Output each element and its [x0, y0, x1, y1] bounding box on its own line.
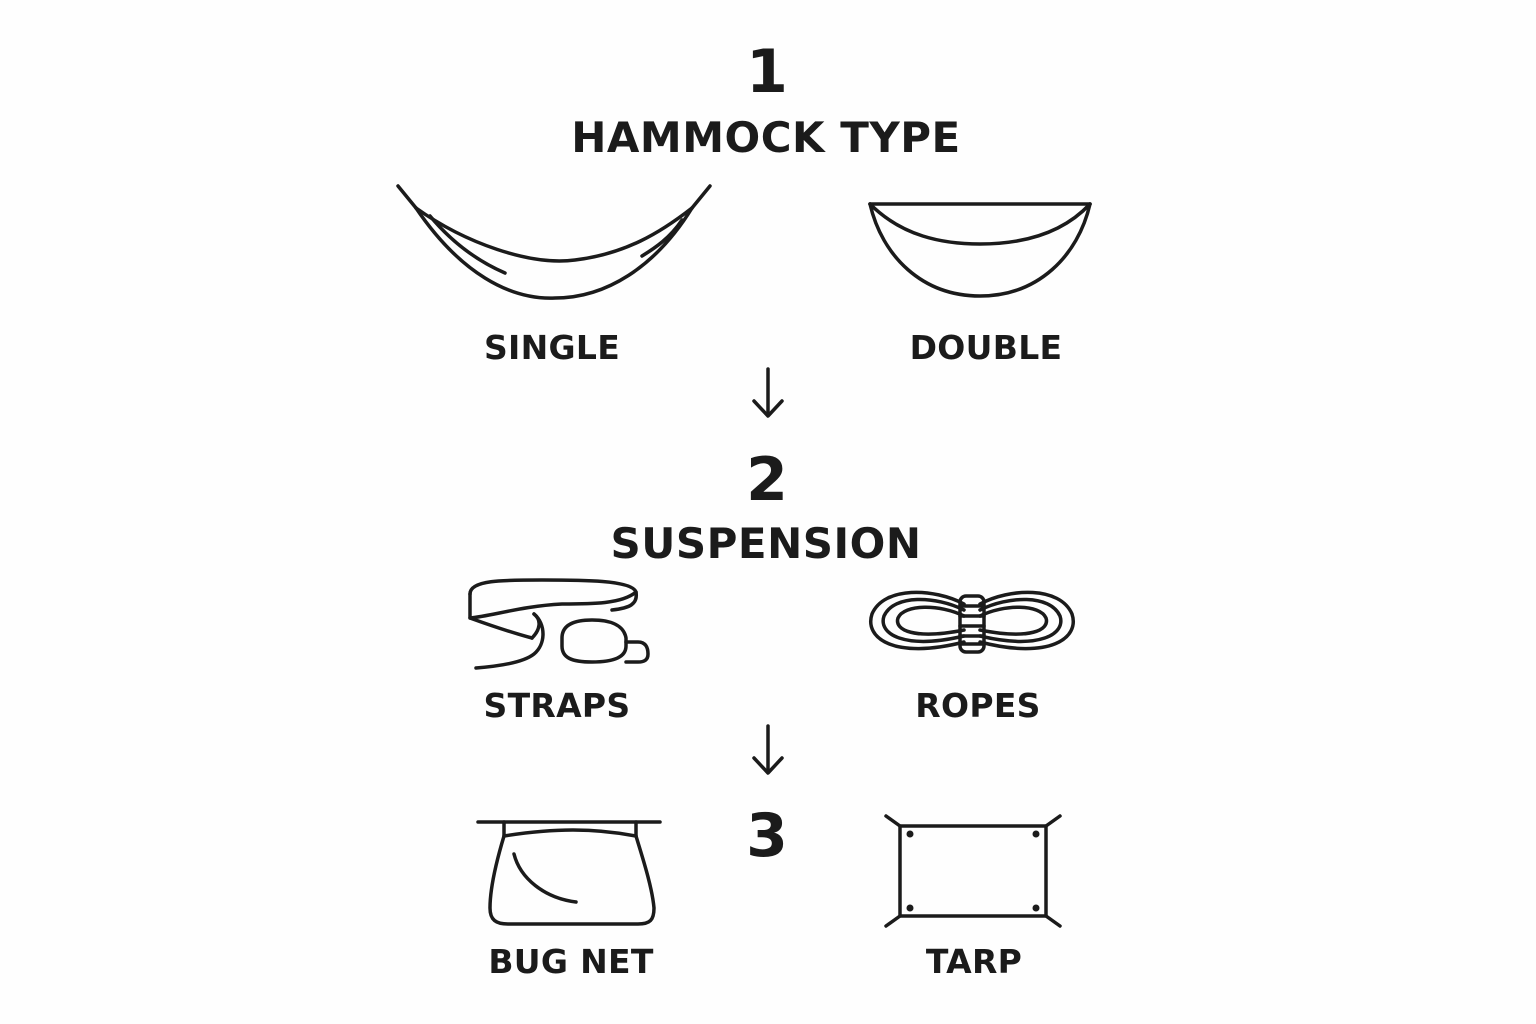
step-1-title: HAMMOCK TYPE	[571, 113, 961, 162]
step-2-number: 2	[746, 445, 788, 515]
bug-net-icon	[474, 816, 666, 928]
step-1-number: 1	[746, 37, 788, 107]
option-label-single: SINGLE	[483, 328, 621, 367]
tarp-icon	[882, 812, 1064, 930]
down-arrow-icon	[752, 722, 784, 775]
option-label-ropes: ROPES	[915, 686, 1041, 725]
option-label-straps: STRAPS	[483, 686, 631, 725]
option-label-tarp: TARP	[925, 942, 1023, 981]
step-3-number: 3	[746, 801, 788, 871]
single-hammock-icon	[390, 178, 720, 308]
option-label-bug-net: BUG NET	[488, 942, 654, 981]
double-hammock-icon	[862, 196, 1098, 306]
straps-icon	[462, 576, 652, 674]
down-arrow-icon	[752, 365, 784, 418]
option-label-double: DOUBLE	[909, 328, 1063, 367]
step-2-title: SUSPENSION	[610, 519, 922, 568]
coiled-rope-icon	[864, 584, 1080, 664]
